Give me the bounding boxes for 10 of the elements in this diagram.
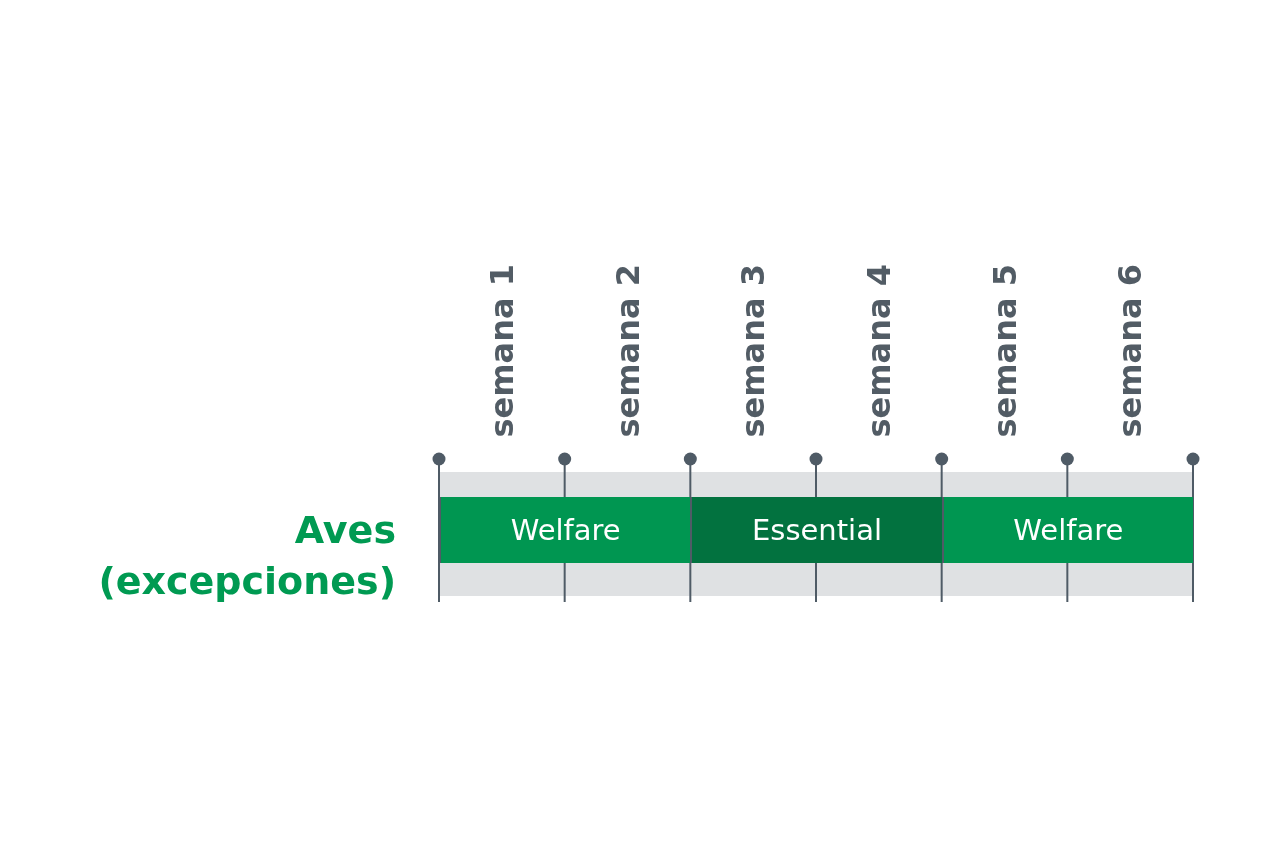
week-label: semana 1 [485,264,518,438]
week-label: semana 6 [1114,264,1147,438]
week-label: semana 5 [988,264,1021,438]
phase-bar: Essential [690,497,942,563]
row-label: Aves (excepciones) [97,507,396,606]
week-label: semana 2 [611,264,644,438]
week-label: semana 4 [862,264,895,438]
phase-bar: Welfare [941,497,1193,563]
week-label: semana 3 [737,264,770,438]
phase-bar: Welfare [439,497,691,563]
